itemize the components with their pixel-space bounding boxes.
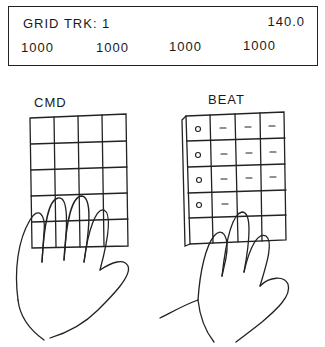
step-marks [196,126,277,208]
step-value: 1000 [243,39,276,52]
tempo-readout: 140.0 [267,15,305,28]
grid-label: BEAT [208,93,245,106]
grid-label: CMD [34,96,67,109]
display-panel: GRID TRK: 1 140.0 1000 1000 1000 1000 [8,6,318,66]
right-hand [160,212,289,342]
step-value: 1000 [96,41,129,54]
track-readout: GRID TRK: 1 [23,17,110,30]
beat-grid [182,112,286,246]
step-value: 1000 [21,41,54,54]
step-value: 1000 [169,40,202,53]
left-hand [17,196,129,340]
